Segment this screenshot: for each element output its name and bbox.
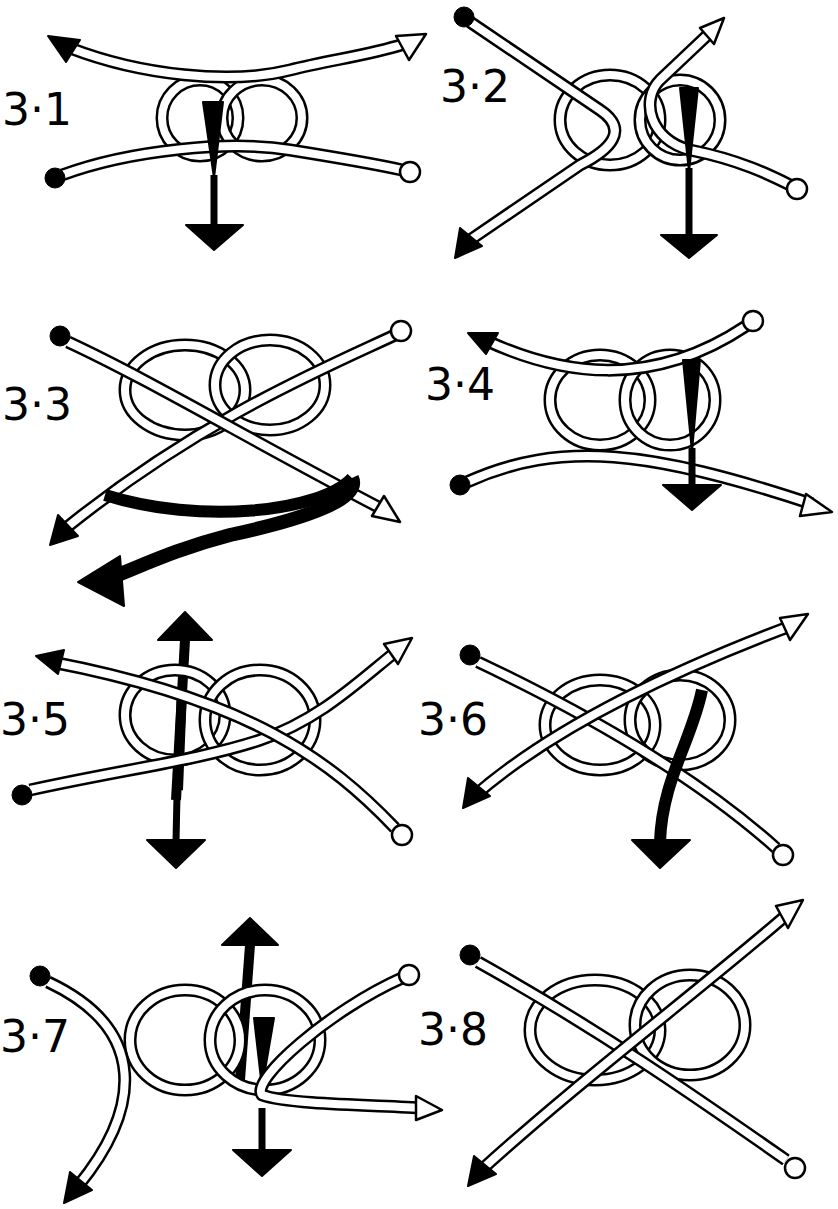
rope-core (470, 22, 615, 240)
figure-number: 3·6 (418, 695, 488, 745)
black-end-dot (50, 326, 70, 346)
rope-outline (62, 146, 402, 175)
black-arrowhead (78, 556, 124, 606)
knot-figure (45, 34, 426, 250)
black-end-dot (30, 966, 50, 986)
open-arrowhead (700, 18, 724, 44)
figure-number: 3·2 (440, 62, 510, 112)
knot-figure (460, 614, 808, 868)
white-end-dot (787, 179, 807, 199)
black-working-arrow (211, 175, 218, 226)
filled-arrowhead (468, 1156, 496, 1186)
knot-figure (12, 612, 412, 868)
black-arrowhead (147, 840, 205, 868)
open-arrowhead (780, 614, 808, 640)
black-arrowhead (663, 485, 721, 510)
knot-figure (50, 321, 411, 606)
filled-arrowhead (463, 778, 490, 808)
rope-outline (472, 624, 796, 798)
white-end-dot (392, 825, 412, 845)
figure-number: 3·1 (2, 85, 72, 135)
open-arrowhead (384, 638, 412, 664)
black-end-dot (450, 475, 470, 495)
black-end-dot (460, 645, 480, 665)
white-end-dot (400, 162, 420, 182)
filled-arrowhead (48, 36, 80, 62)
rope-outline (467, 456, 812, 504)
filled-arrowhead (50, 515, 78, 545)
figure-number: 3·3 (2, 380, 72, 430)
figure-number: 3·8 (418, 1005, 488, 1055)
open-arrowhead (396, 34, 426, 60)
rope-outline (70, 44, 404, 77)
open-arrowhead (800, 494, 832, 516)
black-working-arrow (178, 690, 182, 790)
figure-number: 3·4 (425, 360, 495, 410)
open-arrowhead (776, 900, 803, 928)
rope-core (467, 456, 812, 504)
white-end-dot (399, 965, 419, 985)
rope-outline (478, 912, 790, 1173)
rope-core (478, 912, 790, 1173)
open-arrowhead (416, 1096, 442, 1120)
black-working-arrow (118, 478, 353, 575)
black-working-arrow (176, 795, 177, 842)
black-arrowhead (186, 225, 243, 250)
black-arrowhead (203, 102, 223, 178)
rope-outline (261, 978, 424, 1108)
open-arrowhead (372, 496, 400, 522)
knot-figure (454, 7, 807, 258)
filled-arrowhead (455, 228, 482, 258)
rope-outline (470, 22, 615, 240)
black-working-arrow (689, 448, 696, 486)
white-end-dot (773, 845, 793, 865)
rope-core (485, 326, 746, 370)
black-arrowhead (158, 612, 212, 640)
rope-core (472, 624, 796, 798)
rope-core (62, 146, 402, 175)
filled-arrowhead (64, 1172, 92, 1203)
rope-core (52, 662, 395, 828)
white-end-dot (785, 1158, 805, 1178)
black-arrowhead (222, 918, 278, 945)
black-working-arrow (660, 690, 702, 842)
rope-outline (485, 326, 746, 370)
white-end-dot (391, 321, 411, 341)
white-end-dot (743, 311, 763, 331)
black-working-arrow (259, 1108, 266, 1152)
black-arrowhead (233, 1150, 291, 1176)
knot-figure (460, 900, 805, 1186)
black-arrowhead (661, 235, 717, 258)
knot-figure (450, 311, 832, 516)
rope-core (650, 28, 790, 185)
black-end-dot (460, 945, 480, 965)
black-working-arrow (686, 168, 693, 236)
black-end-dot (12, 785, 32, 805)
black-end-dot (454, 7, 474, 27)
filled-arrowhead (36, 650, 64, 674)
rope-core (70, 44, 404, 77)
black-end-dot (45, 168, 65, 188)
figure-number: 3·5 (0, 695, 70, 745)
black-arrowhead (680, 88, 698, 172)
black-arrowhead (683, 360, 700, 452)
figure-number: 3·7 (0, 1012, 70, 1062)
black-arrowhead (632, 840, 690, 868)
rope-outline (52, 662, 395, 828)
filled-arrowhead (468, 333, 498, 354)
knot-figure (30, 918, 442, 1203)
rope-outline (650, 28, 790, 185)
rope-core (261, 978, 424, 1108)
